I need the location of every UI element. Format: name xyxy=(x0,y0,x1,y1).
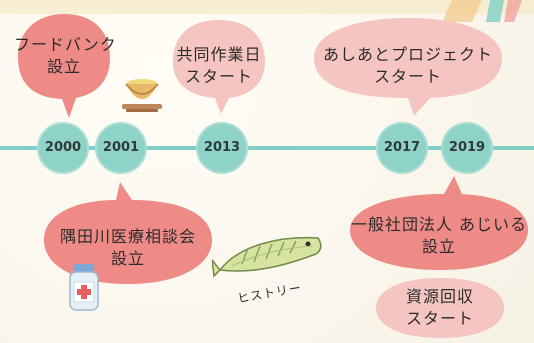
event-bubble-2019 xyxy=(350,176,528,270)
event-bubble-2019-recycling xyxy=(376,278,504,338)
event-subtitle: 設立 xyxy=(110,249,145,268)
event-text-2013: 共同作業日 スタート xyxy=(169,44,269,88)
event-subtitle: スタート xyxy=(405,309,474,328)
year-label: 2001 xyxy=(102,140,140,155)
year-marker-2019: 2019 xyxy=(441,122,493,174)
event-text-2019-recycling: 資源回収 スタート xyxy=(372,286,508,330)
year-marker-2001: 2001 xyxy=(95,122,147,174)
event-title: フードバンク xyxy=(14,35,117,54)
year-label: 2013 xyxy=(203,140,241,155)
event-title: 共同作業日 xyxy=(176,45,262,64)
event-title: 一般社団法人 あじいる xyxy=(350,215,528,234)
year-label: 2017 xyxy=(383,140,421,155)
fish-icon xyxy=(212,236,322,278)
event-text-2001: 隅田川医療相談会 設立 xyxy=(40,226,216,270)
top-decoration-strip xyxy=(0,0,534,14)
event-bubble-2013 xyxy=(173,20,265,114)
history-handwritten-label: ヒストリー xyxy=(236,280,303,306)
year-marker-2017: 2017 xyxy=(376,122,428,174)
timeline-line xyxy=(0,146,534,150)
year-marker-2013: 2013 xyxy=(196,122,248,174)
event-text-2000: フードバンク 設立 xyxy=(14,34,117,78)
event-subtitle: 設立 xyxy=(46,57,81,76)
event-bubble-2000 xyxy=(17,14,111,118)
event-bubble-2001 xyxy=(44,182,212,284)
year-label: 2000 xyxy=(44,140,82,155)
event-subtitle: スタート xyxy=(184,67,253,86)
bowl-icon xyxy=(122,79,162,112)
event-title: 資源回収 xyxy=(405,287,474,306)
event-text-2019: 一般社団法人 あじいる 設立 xyxy=(346,214,532,258)
year-label: 2019 xyxy=(448,140,486,155)
event-title: 隅田川医療相談会 xyxy=(59,227,196,246)
event-bubble-2017 xyxy=(314,18,502,116)
medicine-bottle-icon xyxy=(69,264,99,311)
year-marker-2000: 2000 xyxy=(37,122,89,174)
event-text-2017: あしあとプロジェクト スタート xyxy=(310,44,506,88)
top-corner-decoration xyxy=(442,0,522,22)
event-title: あしあとプロジェクト xyxy=(322,45,493,64)
event-subtitle: スタート xyxy=(373,67,442,86)
event-subtitle: 設立 xyxy=(421,237,456,256)
